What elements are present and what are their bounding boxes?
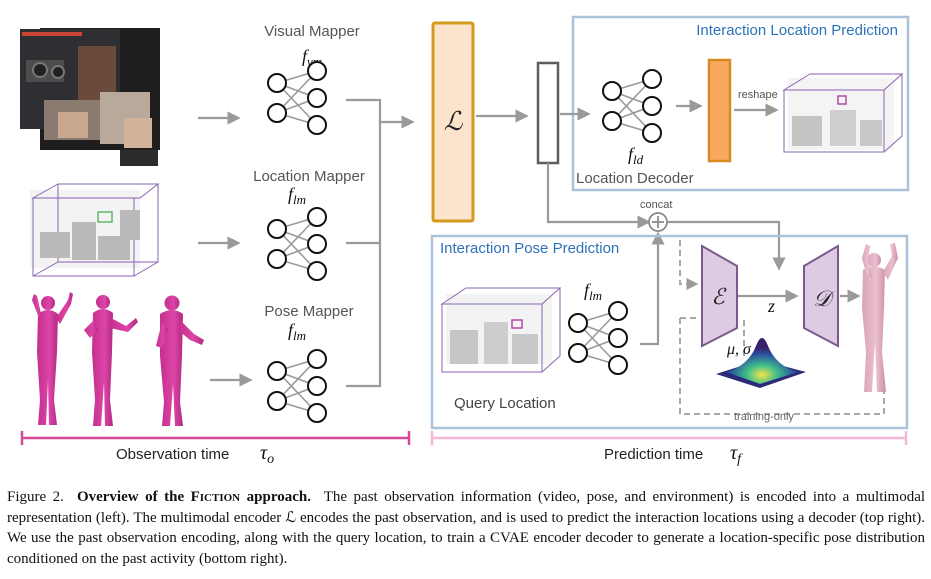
query-location-pointcloud: [440, 287, 562, 373]
human-pose-2: [84, 295, 138, 426]
location-decoder-symbol: fld: [628, 144, 644, 167]
concat-label: concat: [640, 199, 672, 211]
network-node: [307, 61, 327, 81]
network-node: [608, 301, 628, 321]
network-node: [307, 88, 327, 108]
visual-mapper-title: Visual Mapper: [264, 23, 360, 40]
network-node: [568, 313, 588, 333]
human-pose-3: [156, 295, 204, 426]
pose-panel-mapper-symbol: flm: [584, 280, 602, 303]
network-node: [602, 111, 622, 131]
network-node: [642, 69, 662, 89]
location-mapper-network: [267, 207, 327, 281]
network-node: [267, 361, 287, 381]
network-node: [642, 96, 662, 116]
latent-z-label: z: [767, 296, 775, 316]
pose-mapper-symbol: flm: [288, 320, 306, 343]
training-only-label: training-only: [734, 411, 794, 423]
latent-gaussian: [716, 338, 806, 388]
observation-time-symbol: τo: [260, 442, 274, 467]
concat-connection: concat: [546, 163, 786, 346]
network-node: [307, 349, 327, 369]
query-location-label: Query Location: [454, 395, 556, 412]
reshape-label: reshape: [738, 89, 778, 101]
observation-time-label: Observation time: [116, 446, 229, 463]
visual-mapper-network: [267, 61, 327, 135]
pose-panel-title: Interaction Pose Prediction: [440, 240, 619, 257]
prediction-time-label: Prediction time: [604, 446, 703, 463]
location-decoder-output: [707, 58, 732, 163]
cvae-encoder-symbol: ℰ: [711, 284, 727, 309]
human-pose-1: [32, 292, 73, 425]
predicted-pose-human: [862, 243, 898, 392]
location-mapper-symbol: flm: [288, 184, 306, 207]
network-node: [608, 328, 628, 348]
pose-mapper-network: [267, 349, 327, 423]
encoder-symbol: ℒ: [444, 107, 464, 136]
location-mapper-title: Location Mapper: [253, 168, 365, 185]
observation-timeline: [20, 431, 411, 445]
network-node: [307, 261, 327, 281]
training-only-paths: [679, 240, 885, 415]
mapper-networks: [267, 61, 662, 423]
network-node: [602, 81, 622, 101]
location-decoder-network: [602, 69, 662, 143]
network-node: [307, 207, 327, 227]
location-decoder-label: Location Decoder: [576, 170, 694, 187]
network-node: [267, 219, 287, 239]
figure-diagram: Visual Mapper fvm Location Mapper flm Po…: [20, 15, 910, 467]
network-node: [307, 234, 327, 254]
pose-panel-mapper-network: [568, 301, 628, 375]
predicted-location-pointcloud: [782, 73, 904, 153]
latent-feature-bar: [536, 61, 560, 165]
network-node: [307, 115, 327, 135]
prediction-timeline: [430, 431, 908, 445]
merge-bracket: [346, 98, 415, 388]
network-node: [642, 123, 662, 143]
location-prediction-panel: [571, 15, 910, 192]
pose-mapper-title: Pose Mapper: [264, 303, 353, 320]
figure-caption: Figure 2. Overview of the Fiction approa…: [7, 487, 925, 569]
cvae-encoder: ℰ: [701, 244, 738, 348]
network-node: [267, 391, 287, 411]
observed-poses: [32, 292, 204, 426]
network-node: [267, 73, 287, 93]
network-node: [307, 376, 327, 396]
multimodal-encoder: ℒ: [431, 21, 475, 223]
pose-prediction-panel: [430, 234, 909, 430]
video-frames: [20, 28, 160, 166]
cvae-decoder-symbol: 𝒟: [813, 286, 835, 311]
caption-title: Overview of the Fiction approach.: [76, 489, 311, 505]
network-node: [267, 103, 287, 123]
network-node: [267, 249, 287, 269]
environment-pointcloud: [30, 183, 160, 277]
network-node: [307, 403, 327, 423]
input-arrows: [198, 111, 253, 387]
figure-number: Figure 2.: [7, 489, 64, 505]
network-node: [608, 355, 628, 375]
cvae-decoder: 𝒟: [803, 244, 839, 348]
location-panel-title: Interaction Location Prediction: [696, 22, 898, 39]
prediction-time-symbol: τf: [730, 442, 743, 467]
caption-body: The past observation information (video,…: [7, 489, 926, 567]
network-node: [568, 343, 588, 363]
mu-sigma-label: μ, σ: [726, 341, 752, 358]
